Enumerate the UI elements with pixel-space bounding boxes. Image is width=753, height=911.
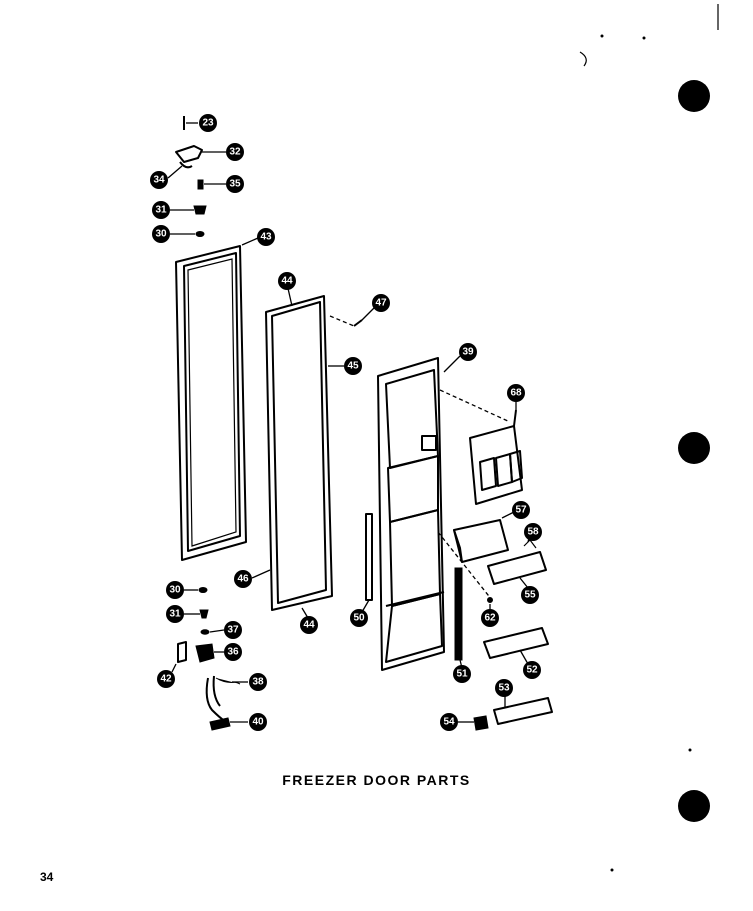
top-hinge-assembly: [167, 116, 226, 237]
callout-39: 39: [459, 343, 477, 361]
callout-label: 43: [260, 232, 272, 243]
callout-53: 53: [495, 679, 513, 697]
callout-label: 32: [229, 147, 241, 158]
door-outer-panel-part: [377, 355, 511, 671]
callout-40: 40: [249, 713, 267, 731]
door-liner-part: [251, 283, 375, 619]
callout-58: 58: [524, 523, 542, 541]
callout-label: 46: [237, 574, 249, 585]
callout-31-bottom: 31: [166, 605, 184, 623]
callout-51: 51: [453, 665, 471, 683]
callout-label: 40: [252, 717, 264, 728]
callout-62: 62: [481, 609, 499, 627]
callout-label: 44: [303, 620, 315, 631]
callout-30-bottom: 30: [166, 581, 184, 599]
callout-label: 39: [462, 347, 474, 358]
callout-label: 54: [443, 717, 455, 728]
callout-44-bottom: 44: [300, 616, 318, 634]
callout-30-top: 30: [152, 225, 170, 243]
callout-label: 50: [353, 613, 365, 624]
small-parts-right: [458, 597, 493, 731]
callout-47: 47: [372, 294, 390, 312]
callout-label: 51: [456, 669, 468, 680]
callout-32: 32: [226, 143, 244, 161]
binder-hole-bottom: [678, 790, 710, 822]
callout-43: 43: [257, 228, 275, 246]
callout-label: 53: [498, 683, 510, 694]
callout-label: 47: [375, 298, 387, 309]
bottom-hinge-assembly: [171, 587, 248, 731]
door-gasket-part: [175, 237, 259, 561]
callout-34: 34: [150, 171, 168, 189]
page-number: 34: [40, 870, 54, 884]
callout-label: 30: [169, 585, 181, 596]
callout-45: 45: [344, 357, 362, 375]
callout-label: 31: [169, 609, 181, 620]
callout-23: 23: [199, 114, 217, 132]
callout-52: 52: [523, 661, 541, 679]
trim-strips: [361, 513, 463, 669]
callout-label: 57: [515, 505, 527, 516]
diagram-title: FREEZER DOOR PARTS: [282, 772, 471, 788]
callout-68: 68: [507, 384, 525, 402]
callout-57: 57: [512, 501, 530, 519]
binder-hole-middle: [678, 432, 710, 464]
callout-46: 46: [234, 570, 252, 588]
callout-31-top: 31: [152, 201, 170, 219]
callout-label: 58: [527, 527, 539, 538]
callout-55: 55: [521, 586, 539, 604]
dispenser-housing-part: [469, 400, 523, 505]
callout-label: 38: [252, 677, 264, 688]
callout-label: 68: [510, 388, 522, 399]
scan-marks: [579, 4, 719, 872]
binder-hole-top: [678, 80, 710, 112]
callout-label: 35: [229, 179, 241, 190]
callout-35: 35: [226, 175, 244, 193]
door-shelves: [453, 511, 553, 725]
callout-label: 42: [160, 674, 172, 685]
callout-44-top: 44: [278, 272, 296, 290]
callout-set: 23 32 34 35 31 30 43 44 47 45 39 68 57 5…: [150, 114, 542, 731]
callout-label: 52: [526, 665, 538, 676]
callout-36: 36: [224, 643, 242, 661]
callout-50: 50: [350, 609, 368, 627]
callout-label: 62: [484, 613, 496, 624]
callout-label: 44: [281, 276, 293, 287]
callout-label: 45: [347, 361, 359, 372]
callout-label: 34: [153, 175, 165, 186]
callout-37: 37: [224, 621, 242, 639]
callout-label: 36: [227, 647, 239, 658]
callout-42: 42: [157, 670, 175, 688]
callout-54: 54: [440, 713, 458, 731]
callout-label: 23: [202, 118, 214, 129]
callout-label: 37: [227, 625, 239, 636]
callout-38: 38: [249, 673, 267, 691]
callout-label: 55: [524, 590, 536, 601]
callout-label: 31: [155, 205, 167, 216]
callout-label: 30: [155, 229, 167, 240]
